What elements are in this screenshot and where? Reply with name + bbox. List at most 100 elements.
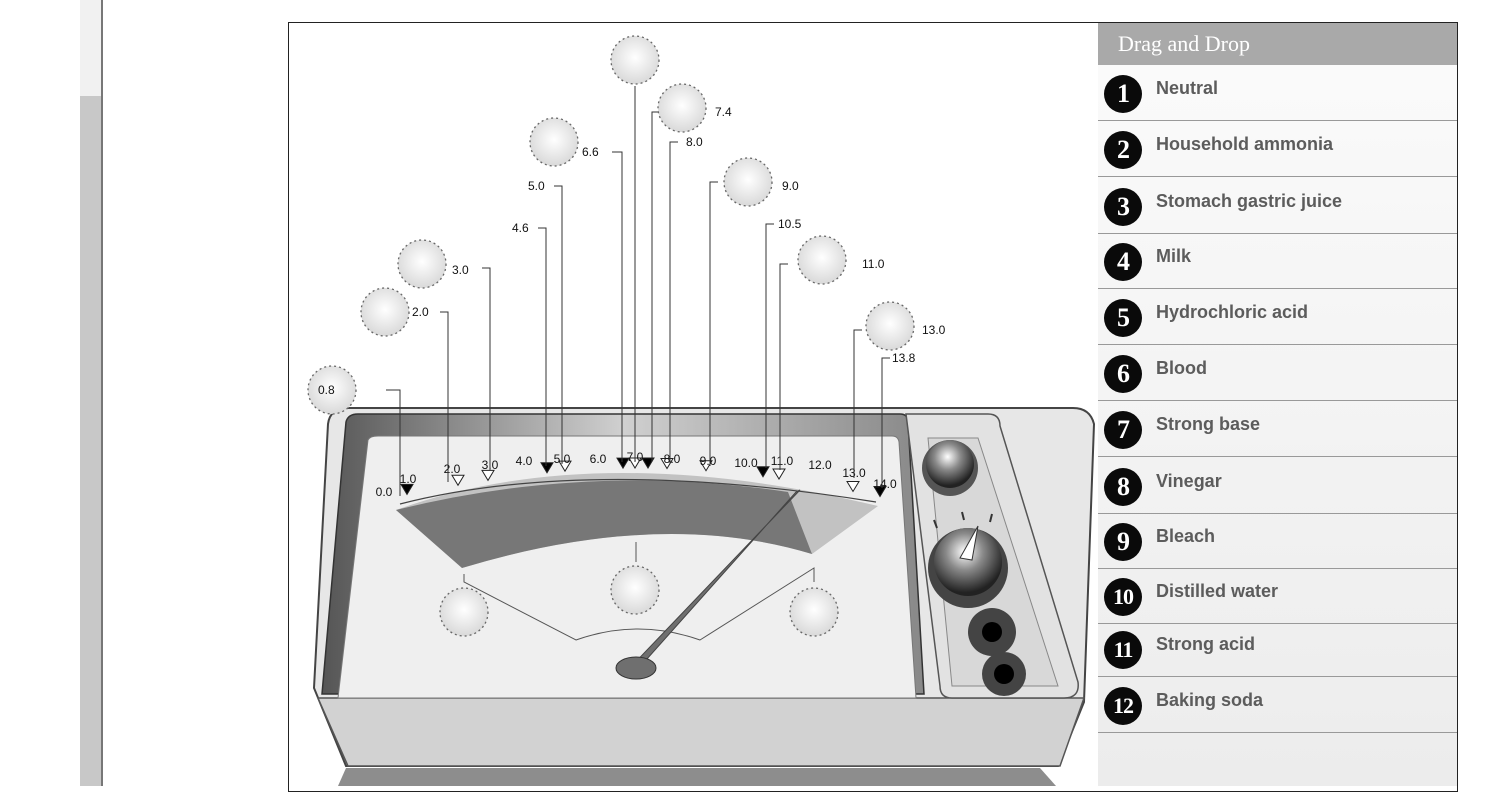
scale-marker	[481, 469, 495, 482]
number-badge: 2	[1104, 131, 1142, 169]
callout-line	[881, 357, 890, 488]
drop-zone-circle[interactable]	[307, 365, 357, 415]
callout-value-label: 9.0	[782, 179, 799, 193]
drag-item-label: Distilled water	[1156, 581, 1279, 601]
scale-marker	[616, 457, 630, 470]
scale-tick-label: 14.0	[873, 477, 897, 491]
drag-item-label: Baking soda	[1156, 690, 1264, 710]
drop-zone-base[interactable]	[789, 587, 839, 637]
drag-item-label: Vinegar	[1156, 471, 1222, 491]
callout-line	[386, 389, 401, 496]
dial-dark-band	[396, 480, 812, 568]
divider	[101, 0, 103, 786]
callout-value-label: 3.0	[452, 263, 469, 277]
callout-line	[482, 267, 491, 470]
scale-tick-label: 1.0	[400, 472, 417, 486]
drag-item-label: Bleach	[1156, 526, 1216, 546]
drag-item[interactable]: 10 Distilled water	[1098, 568, 1457, 624]
dial-fan-lines	[463, 567, 815, 641]
drag-item-label: Milk	[1156, 246, 1192, 266]
callout-line	[651, 111, 660, 462]
callout-line	[709, 181, 718, 466]
drag-item[interactable]: 6 Blood	[1098, 345, 1457, 401]
scale-marker	[641, 457, 655, 470]
callout-line	[765, 223, 774, 468]
knob-mark	[961, 511, 965, 521]
callouts: 0.82.03.04.65.06.67.48.09.010.511.013.01…	[307, 35, 946, 496]
callout-line	[440, 311, 449, 482]
scale-tick-label: 2.0	[444, 462, 461, 476]
scale-tick-label: 9.0	[700, 454, 717, 468]
drag-item-label: Strong acid	[1156, 634, 1256, 654]
number-badge: 5	[1104, 299, 1142, 337]
drop-zone-neutral[interactable]	[610, 565, 660, 615]
drag-item[interactable]: 5 Hydrochloric acid	[1098, 289, 1457, 345]
drag-item[interactable]: 9 Bleach	[1098, 513, 1457, 569]
number-badge: 9	[1104, 523, 1142, 561]
callout-value-label: 0.8	[318, 383, 335, 397]
callout-line	[853, 329, 862, 478]
scale-tick-label: 6.0	[590, 452, 607, 466]
callout-value-label: 5.0	[528, 179, 545, 193]
number-badge: 6	[1104, 355, 1142, 393]
meter-front	[316, 697, 1086, 767]
knob-mark	[933, 519, 938, 529]
callout-line	[538, 227, 547, 466]
knob-pointer	[959, 525, 979, 561]
callout-value-label: 4.6	[512, 221, 529, 235]
number-badge: 1	[1104, 75, 1142, 113]
scale-tick-label: 11.0	[771, 454, 794, 468]
drop-zone-circle[interactable]	[657, 83, 707, 133]
meter-base	[338, 768, 1056, 786]
drag-item-label: Strong base	[1156, 414, 1261, 434]
scale-marker	[873, 485, 887, 498]
drop-zone-circle[interactable]	[529, 117, 579, 167]
knob-top[interactable]	[926, 440, 974, 488]
callout-line	[779, 263, 788, 470]
drop-zone-acid[interactable]	[439, 587, 489, 637]
scale-tick-label: 10.0	[734, 456, 758, 470]
drag-item-label: Blood	[1156, 358, 1207, 378]
drop-zone-circle[interactable]	[797, 235, 847, 285]
scrollbar-track[interactable]	[80, 0, 101, 786]
drag-item[interactable]: 4 Milk	[1098, 233, 1457, 289]
scale-marker	[540, 462, 554, 474]
drop-zone-circle[interactable]	[723, 157, 773, 207]
drop-zone-circle[interactable]	[865, 301, 915, 351]
drag-item-label: Household ammonia	[1156, 134, 1334, 154]
drag-item-label: Neutral	[1156, 78, 1219, 98]
needle-pivot	[615, 656, 657, 680]
number-badge: 4	[1104, 243, 1142, 281]
drag-item[interactable]: 1 Neutral	[1098, 65, 1457, 121]
drop-zone-circle[interactable]	[360, 287, 410, 337]
callout-value-label: 6.6	[582, 145, 599, 159]
number-badge: 8	[1104, 468, 1142, 506]
drop-zone-circle[interactable]	[397, 239, 447, 289]
callout-value-label: 13.0	[922, 323, 946, 337]
callout-value-label: 7.4	[715, 105, 732, 119]
drag-item[interactable]: 2 Household ammonia	[1098, 121, 1457, 177]
drag-item-label: Hydrochloric acid	[1156, 302, 1309, 322]
callout-value-label: 11.0	[862, 257, 885, 271]
knob-mark	[989, 513, 993, 523]
scale-marker	[846, 480, 860, 493]
drag-item[interactable]: 8 Vinegar	[1098, 458, 1457, 514]
number-badge: 10	[1104, 578, 1142, 616]
scale-marker	[400, 483, 414, 496]
scale-marker	[756, 466, 770, 478]
callout-value-label: 8.0	[686, 135, 703, 149]
scale-marker	[699, 460, 713, 472]
panel-title: Drag and Drop	[1098, 23, 1457, 65]
drop-zone-circle[interactable]	[610, 35, 660, 85]
scrollbar-thumb[interactable]	[80, 96, 101, 786]
callout-line	[554, 185, 563, 464]
knob-large[interactable]	[934, 528, 1002, 596]
jack-hole	[994, 664, 1014, 684]
